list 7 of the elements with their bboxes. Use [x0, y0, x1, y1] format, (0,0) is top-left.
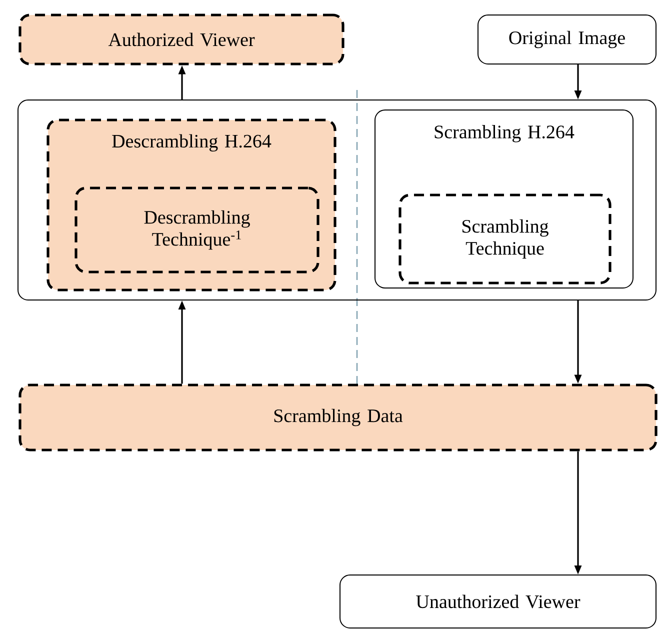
system-box — [18, 100, 656, 300]
data-band: Scrambling Data — [18, 384, 658, 452]
image-box: Original Image — [478, 14, 656, 64]
technique-box: Descrambling Technique$^{-1}$ — [74, 186, 320, 274]
technique-box: Scrambling Technique — [398, 194, 612, 284]
viewer-box: Unauthorized Viewer — [340, 574, 656, 628]
viewer-box: Authorized Viewer — [18, 14, 344, 66]
